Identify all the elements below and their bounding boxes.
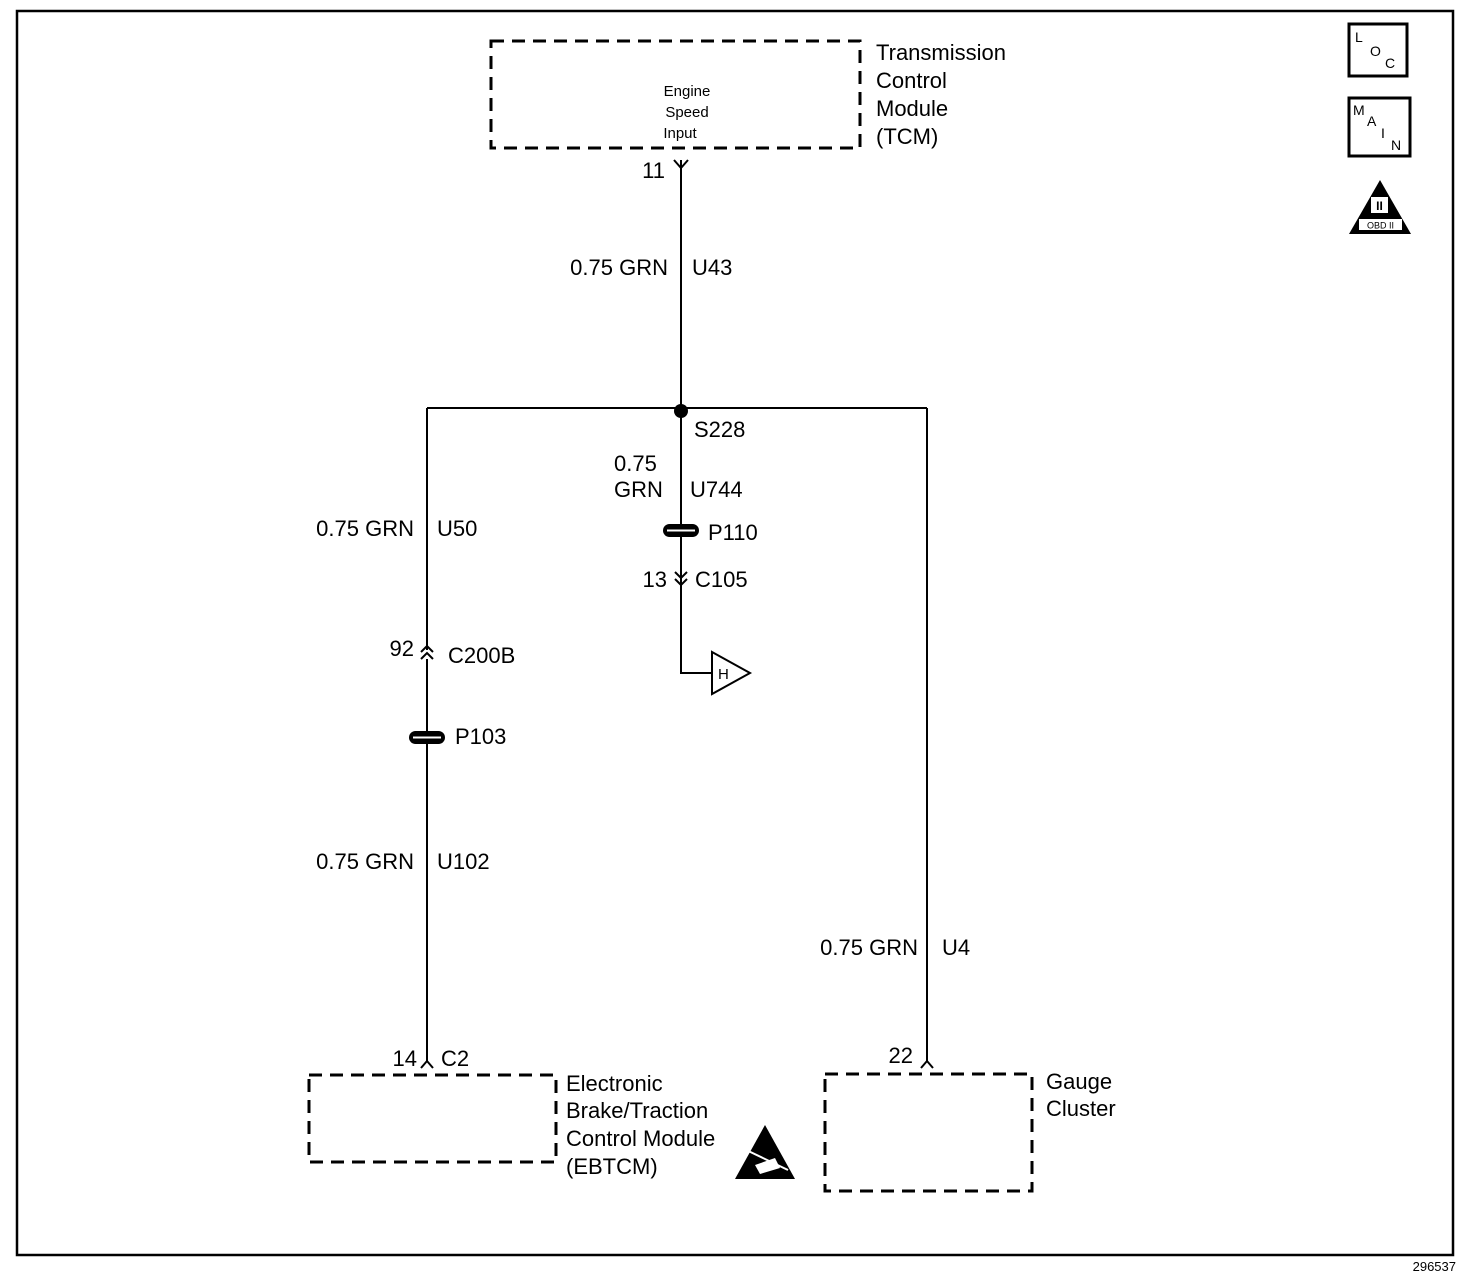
c105-pin-number: 13 [643, 567, 667, 592]
wire-u744-color: GRN [614, 477, 663, 502]
wire-u744-circuit: U744 [690, 477, 743, 502]
wire-u4-circuit: U4 [942, 935, 970, 960]
wire-u43-circuit: U43 [692, 255, 732, 280]
wire-u50-gauge-color: 0.75 GRN [316, 516, 414, 541]
tcm-name-line-4: (TCM) [876, 124, 938, 149]
connector-c105: 13 C105 [643, 567, 748, 592]
ebtcm-terminal-symbol [420, 1059, 434, 1069]
ebtcm-box [307, 1073, 558, 1164]
main-icon: M A I N [1347, 96, 1412, 158]
offpage-reference-h: H [711, 650, 753, 696]
loc-icon: L O C [1347, 22, 1409, 78]
connector-c200b: 92 C200B [390, 636, 516, 668]
tcm-pin-number: 11 [642, 158, 665, 183]
pass-through-p110: P110 [663, 520, 758, 545]
tcm-name-line-2: Control [876, 68, 947, 93]
main-letter-i: I [1381, 125, 1385, 141]
esd-hand-shape [755, 1158, 780, 1174]
c105-chevron-1 [674, 571, 688, 580]
wire-u744-gauge: 0.75 [614, 451, 657, 476]
gauge-cluster-module: 22 Gauge Cluster [823, 1043, 1116, 1193]
gauge-name-line-1: Gauge [1046, 1069, 1112, 1094]
tcm-box [489, 39, 862, 150]
ebtcm-name-line-4: (EBTCM) [566, 1154, 658, 1179]
c200b-chevron-1 [420, 644, 434, 653]
main-letter-a: A [1367, 113, 1377, 129]
loc-letter-o: O [1370, 43, 1381, 59]
tcm-name-line-1: Transmission [876, 40, 1006, 65]
gauge-name-line-2: Cluster [1046, 1096, 1116, 1121]
ebtcm-name-line-3: Control Module [566, 1126, 715, 1151]
main-icon-frame [1347, 96, 1412, 158]
tcm-name-line-3: Module [876, 96, 948, 121]
gauge-terminal-symbol [920, 1059, 934, 1069]
gauge-box [823, 1072, 1034, 1193]
c105-chevron-2 [674, 578, 688, 587]
offpage-h-letter: H [718, 666, 729, 683]
obd-roman: II [1376, 199, 1383, 213]
tcm-inner-line-2: Speed [665, 104, 708, 121]
ebtcm-connector-label: C2 [441, 1046, 469, 1071]
obd-text-box [1359, 219, 1402, 230]
offpage-h-triangle [711, 650, 753, 696]
obd-roman-box [1371, 197, 1388, 213]
figure-number: 296537 [1413, 1259, 1456, 1274]
pass-through-p103: P103 [409, 724, 506, 749]
wire-u50-circuit: U50 [437, 516, 477, 541]
tcm-inner-line-1: Engine [664, 83, 711, 100]
c200b-pin-number: 92 [390, 636, 414, 661]
obd-ii-icon: II OBD II [1349, 180, 1411, 234]
wire-u102-circuit: U102 [437, 849, 490, 874]
c105-label: C105 [695, 567, 748, 592]
wire-u102-gauge-color: 0.75 GRN [316, 849, 414, 874]
ebtcm-name-line-1: Electronic [566, 1071, 663, 1096]
loc-letter-c: C [1385, 55, 1395, 71]
loc-letter-l: L [1355, 29, 1363, 45]
c200b-chevron-2 [420, 651, 434, 660]
diagram-frame [15, 9, 1455, 1257]
tcm-module: Engine Speed Input Transmission Control … [489, 39, 1006, 183]
ebtcm-name-line-2: Brake/Traction [566, 1098, 708, 1123]
splice-s228-label: S228 [694, 417, 745, 442]
wire-u43-gauge-color: 0.75 GRN [570, 255, 668, 280]
wire-u4-gauge-color: 0.75 GRN [820, 935, 918, 960]
p103-label: P103 [455, 724, 506, 749]
main-letter-n: N [1391, 137, 1401, 153]
loc-icon-frame [1347, 22, 1409, 78]
tcm-inner-line-3: Input [663, 125, 697, 142]
obd-text: OBD II [1367, 221, 1394, 231]
esd-bolt [741, 1147, 789, 1171]
wire-to-offpage-h [680, 586, 712, 674]
gauge-pin-number: 22 [889, 1043, 913, 1068]
p110-label: P110 [708, 520, 758, 545]
c200b-label: C200B [448, 643, 515, 668]
ebtcm-module: 14 C2 Electronic Brake/Traction Control … [307, 1046, 795, 1179]
ebtcm-pin-number: 14 [393, 1046, 417, 1071]
esd-warning-icon [735, 1125, 795, 1179]
main-letter-m: M [1353, 102, 1365, 118]
